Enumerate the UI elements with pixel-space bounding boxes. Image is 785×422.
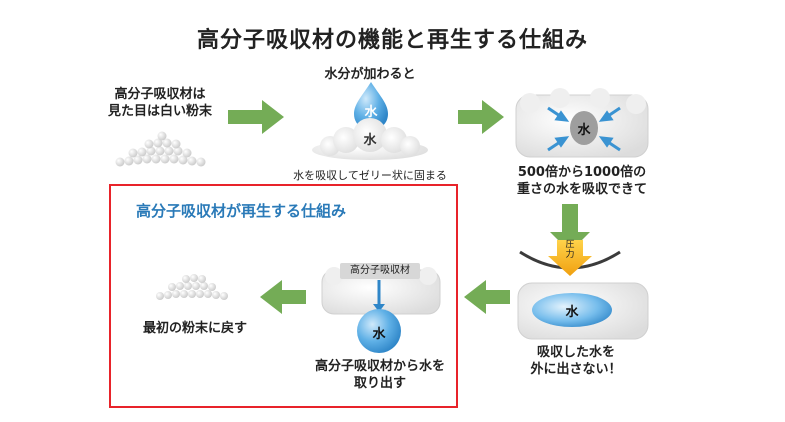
regen-powder-pile: [156, 274, 228, 300]
block-glyph: 水: [577, 123, 591, 138]
lens-glyph: 水: [565, 305, 579, 320]
return-label: 最初の粉末に戻す: [142, 321, 247, 336]
extract-label: 高分子吸収材から水を 取り出す: [314, 359, 445, 391]
gel-lens: [517, 282, 649, 340]
arrow-step5-to-6: [260, 280, 306, 314]
water-added-label: 水分が加わると: [324, 67, 416, 82]
regen-gel: [321, 267, 441, 315]
absorb-label: 500倍から1000倍の 重さの水を吸収できて: [516, 165, 647, 197]
gel-glyph: 水: [363, 133, 377, 148]
retain-label: 吸収した水を 外に出さない！: [530, 345, 622, 377]
water-sphere: [357, 309, 401, 353]
pressure-label: 圧力: [565, 240, 575, 260]
gel-label: 水を吸収してゼリー状に固まる: [293, 169, 447, 182]
gel-cloud: [312, 118, 428, 160]
powder-pile: [115, 131, 206, 167]
arrow-step2-to-3: [458, 100, 504, 134]
sphere-water-glyph: 水: [372, 327, 386, 342]
drop-glyph: 水: [364, 105, 378, 120]
regen-section: 高分子吸収材が再生する仕組み: [109, 184, 458, 408]
water-drop: [354, 82, 388, 130]
powder-label: 高分子吸収材は 見た目は白い粉末: [107, 87, 212, 119]
pressure-arc: [519, 240, 621, 276]
material-tag: 高分子吸収材: [340, 263, 420, 279]
page-title: 高分子吸収材の機能と再生する仕組み: [196, 28, 588, 53]
compress-arrows: [547, 106, 621, 152]
arrow-step4-to-5: [464, 280, 510, 314]
regen-title: 高分子吸収材が再生する仕組み: [135, 202, 346, 220]
arrow-step1-to-2: [228, 100, 284, 134]
